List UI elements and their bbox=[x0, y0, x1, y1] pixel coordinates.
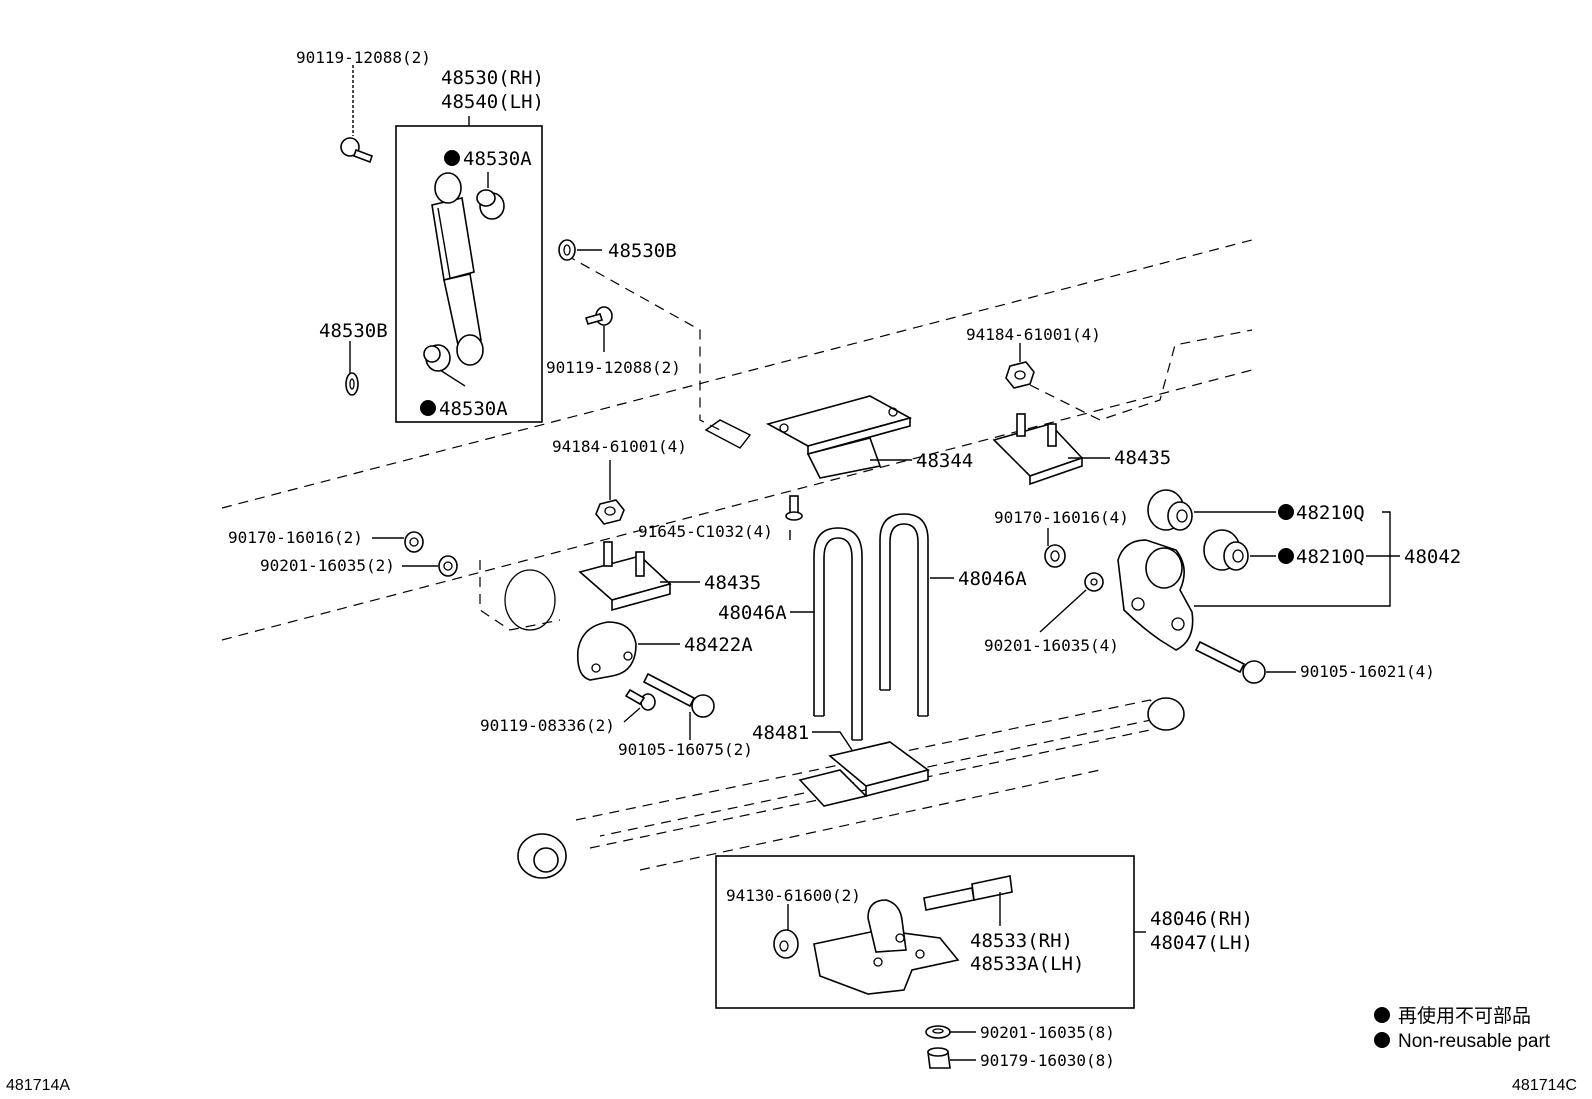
label-washer-90201-left: 90201-16035(2) bbox=[260, 556, 395, 575]
label-bracket-48344: 48344 bbox=[916, 450, 973, 472]
label-bush-lower: 48530A bbox=[439, 398, 508, 420]
label-washer-90201-right: 90201-16035(4) bbox=[984, 636, 1119, 655]
label-ubolt-right: 48046A bbox=[958, 568, 1027, 590]
washer-right-icon bbox=[558, 239, 576, 261]
label-pin-rh: 48533(RH) bbox=[970, 930, 1073, 952]
pad-48481-icon bbox=[798, 741, 930, 807]
label-seat-left: 48435 bbox=[704, 572, 761, 594]
label-seat-right: 48435 bbox=[1114, 447, 1171, 469]
shackle-icon bbox=[1117, 539, 1194, 651]
label-shackle: 48042 bbox=[1404, 546, 1461, 568]
label-bolt-mid: 90119-12088(2) bbox=[546, 358, 681, 377]
label-nut-94130: 94130-61600(2) bbox=[726, 886, 861, 905]
bushing-lower-icon bbox=[423, 344, 451, 372]
legend-jp: 再使用不可部品 bbox=[1398, 1005, 1531, 1027]
label-bumper: 48422A bbox=[684, 634, 753, 656]
legend-dot bbox=[1374, 1032, 1390, 1048]
pin-48533-icon bbox=[923, 875, 1013, 911]
label-pin-lh: 48533A(LH) bbox=[970, 953, 1084, 975]
bracket-48344-icon bbox=[765, 395, 913, 479]
non-reusable-dot bbox=[1278, 548, 1294, 564]
bolt-shackle-icon bbox=[1194, 640, 1266, 684]
ubolt-left-icon bbox=[813, 527, 863, 741]
label-spring-lh: 48047(LH) bbox=[1150, 932, 1253, 954]
label-washer-bottom: 90201-16035(8) bbox=[980, 1023, 1115, 1042]
stud-icon bbox=[785, 495, 803, 521]
nut-90170-left-icon bbox=[404, 531, 424, 553]
non-reusable-dot bbox=[420, 400, 436, 416]
corner-code-right: 481714C bbox=[1512, 1077, 1577, 1094]
nut-right-icon bbox=[1005, 361, 1035, 389]
seat-right-icon bbox=[992, 413, 1084, 486]
label-bushing-upper: 48210Q bbox=[1296, 502, 1365, 524]
label-nut-left: 94184-61001(4) bbox=[552, 437, 687, 456]
label-washer-right: 48530B bbox=[608, 240, 677, 262]
label-shock-rh: 48530(RH) bbox=[441, 67, 544, 89]
nut-bottom-icon bbox=[927, 1047, 951, 1069]
bumper-icon bbox=[576, 621, 637, 681]
spring-seat-icon bbox=[813, 899, 960, 995]
label-bushing-lower: 48210Q bbox=[1296, 546, 1365, 568]
bolt-mid-icon bbox=[584, 306, 613, 326]
label-stud: 91645-C1032(4) bbox=[638, 522, 773, 541]
washer-bottom-icon bbox=[925, 1025, 951, 1039]
washer-90201-left-icon bbox=[438, 555, 458, 577]
washer-left-icon bbox=[345, 372, 359, 396]
shock-absorber-icon bbox=[431, 172, 484, 366]
label-bolt-16075: 90105-16075(2) bbox=[618, 740, 753, 759]
nut-90170-right-icon bbox=[1044, 544, 1066, 568]
legend-en: Non-reusable part bbox=[1398, 1031, 1551, 1052]
label-bush-upper: 48530A bbox=[463, 148, 532, 170]
frame-outline bbox=[221, 239, 1253, 641]
label-bolt-08336: 90119-08336(2) bbox=[480, 716, 615, 735]
bushing-upper-icon bbox=[476, 189, 505, 220]
label-nut-right: 94184-61001(4) bbox=[966, 325, 1101, 344]
label-bolt-top: 90119-12088(2) bbox=[296, 48, 431, 67]
ubolt-right-icon bbox=[879, 513, 929, 717]
label-pad-48481: 48481 bbox=[752, 722, 809, 744]
label-nut-90170-left: 90170-16016(2) bbox=[228, 528, 363, 547]
label-shock-lh: 48540(LH) bbox=[441, 91, 544, 113]
label-bolt-shackle: 90105-16021(4) bbox=[1300, 662, 1435, 681]
bushing-48210q-upper-icon bbox=[1147, 489, 1193, 531]
nut-left-icon bbox=[595, 499, 625, 525]
label-nut-bottom: 90179-16030(8) bbox=[980, 1051, 1115, 1070]
non-reusable-dot bbox=[1278, 504, 1294, 520]
bolt-16075-icon bbox=[642, 672, 715, 718]
seat-left-icon bbox=[578, 541, 672, 612]
bushing-48210q-lower-icon bbox=[1203, 529, 1249, 571]
label-washer-left: 48530B bbox=[319, 320, 388, 342]
label-spring-rh: 48046(RH) bbox=[1150, 908, 1253, 930]
legend-dot bbox=[1374, 1007, 1390, 1023]
nut-94130-icon bbox=[773, 929, 799, 959]
bolt-08336-icon bbox=[624, 688, 656, 711]
corner-code-left: 481714A bbox=[6, 1077, 70, 1094]
label-nut-90170-right: 90170-16016(4) bbox=[994, 508, 1129, 527]
label-ubolt-left: 48046A bbox=[718, 602, 787, 624]
bolt-top-icon bbox=[340, 137, 374, 164]
washer-90201-right-icon bbox=[1084, 572, 1104, 592]
non-reusable-dot bbox=[444, 150, 460, 166]
